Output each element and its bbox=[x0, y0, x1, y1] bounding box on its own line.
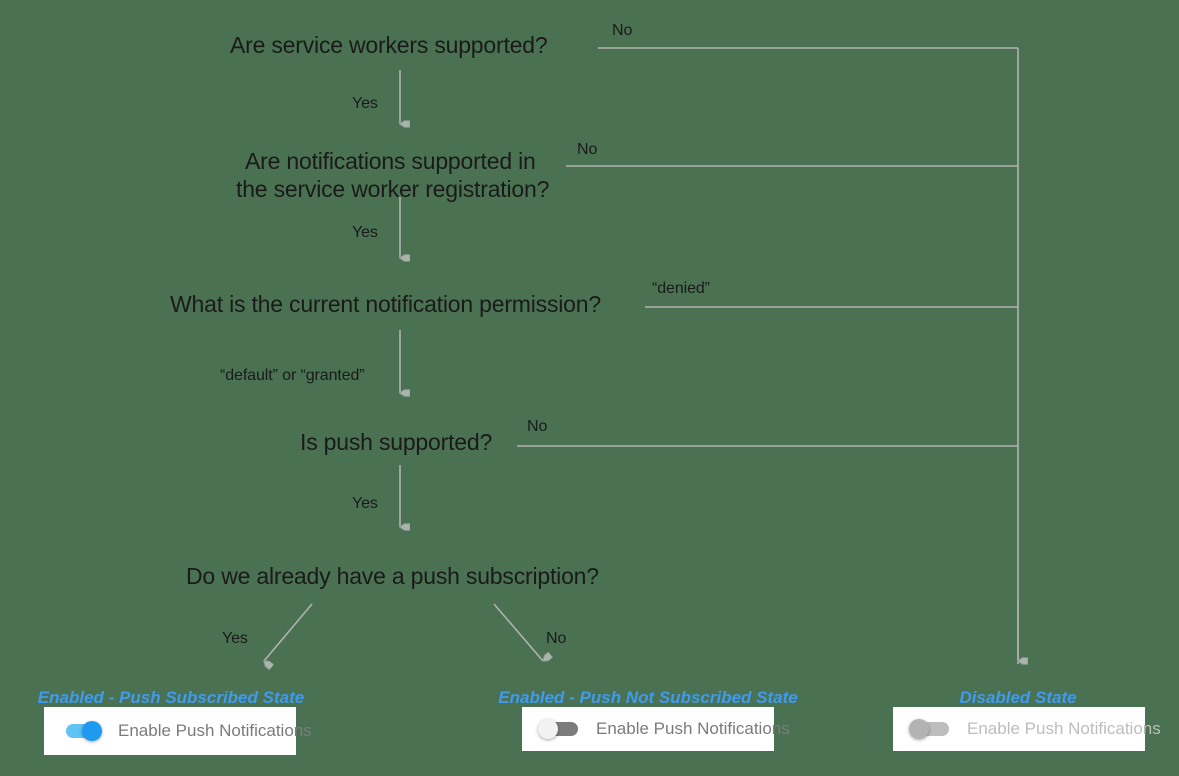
toggle-label-push-not-subscribed: Enable Push Notifications bbox=[596, 719, 790, 738]
toggle-label-push-subscribed: Enable Push Notifications bbox=[118, 721, 312, 740]
toggle-card-enabled-push-subscribed[interactable]: Enable Push Notifications bbox=[44, 707, 312, 755]
edge-label-permission-denied: “denied” bbox=[652, 280, 710, 297]
node-notification-permission: What is the current notification permiss… bbox=[170, 291, 601, 317]
edge-label-notifications-no: No bbox=[577, 141, 598, 158]
node-push-supported: Is push supported? bbox=[300, 429, 493, 455]
node-notifications-supported-line1: Are notifications supported in bbox=[245, 148, 536, 174]
toggle-knob-icon bbox=[909, 719, 929, 739]
state-label-disabled: Disabled State bbox=[959, 688, 1077, 707]
toggle-knob-icon bbox=[82, 721, 102, 741]
edge-label-push-no: No bbox=[527, 418, 548, 435]
node-notifications-supported-line2: the service worker registration? bbox=[236, 176, 550, 202]
toggle-knob-icon bbox=[538, 719, 558, 739]
edge-label-subscription-no: No bbox=[546, 630, 567, 647]
edge-label-notifications-yes: Yes bbox=[352, 224, 378, 241]
toggle-switch-push-not-subscribed[interactable] bbox=[538, 719, 582, 739]
edge-label-service-workers-yes: Yes bbox=[352, 95, 378, 112]
node-push-subscription: Do we already have a push subscription? bbox=[186, 563, 599, 589]
state-label-enabled-push-not-subscribed: Enabled - Push Not Subscribed State bbox=[498, 688, 798, 707]
toggle-switch-disabled bbox=[909, 719, 953, 739]
edge-label-push-yes: Yes bbox=[352, 495, 378, 512]
edge-label-subscription-yes: Yes bbox=[222, 630, 248, 647]
toggle-card-enabled-push-not-subscribed[interactable]: Enable Push Notifications bbox=[522, 707, 790, 751]
node-service-workers: Are service workers supported? bbox=[230, 32, 548, 58]
toggle-switch-push-subscribed[interactable] bbox=[60, 721, 104, 741]
edge-label-permission-default-granted: “default” or “granted” bbox=[220, 367, 365, 384]
toggle-card-disabled: Enable Push Notifications bbox=[893, 707, 1161, 751]
edge-label-service-workers-no: No bbox=[612, 22, 633, 39]
state-label-enabled-push-subscribed: Enabled - Push Subscribed State bbox=[37, 688, 305, 707]
toggle-label-disabled: Enable Push Notifications bbox=[967, 719, 1161, 738]
